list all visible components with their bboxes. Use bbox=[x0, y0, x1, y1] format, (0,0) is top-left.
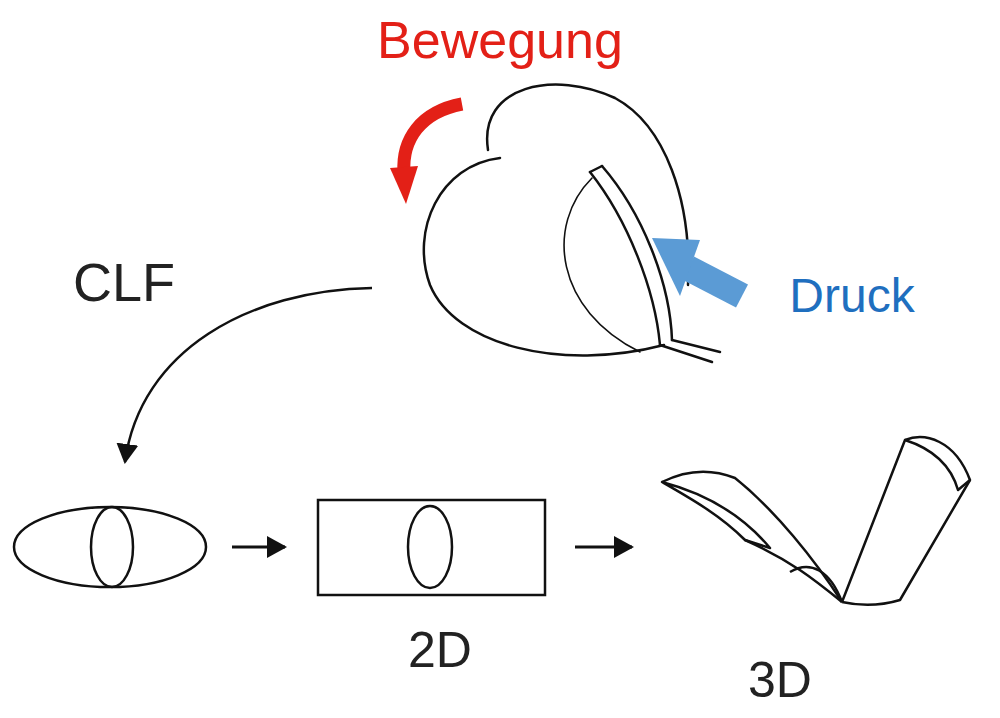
step-label: 3D bbox=[748, 655, 812, 705]
flat-shape bbox=[318, 500, 545, 595]
step-label: CLF bbox=[73, 255, 175, 309]
lens-shape bbox=[14, 507, 206, 587]
movement-arrowhead bbox=[390, 166, 418, 204]
lens-inner bbox=[91, 507, 133, 587]
motion-label: Bewegung bbox=[377, 14, 623, 66]
movement-arrow bbox=[404, 104, 462, 172]
flat-inner bbox=[408, 506, 452, 588]
pressure-arrow bbox=[688, 268, 742, 296]
pressure-arrowhead bbox=[652, 238, 700, 296]
step-arrow bbox=[575, 546, 632, 549]
pressure-label: Druck bbox=[789, 272, 914, 320]
step-label: 2D bbox=[408, 625, 472, 675]
folded-shape bbox=[662, 437, 970, 605]
step-arrow bbox=[232, 546, 285, 549]
leader-arrow bbox=[125, 288, 372, 462]
eye-drawing bbox=[424, 85, 720, 362]
